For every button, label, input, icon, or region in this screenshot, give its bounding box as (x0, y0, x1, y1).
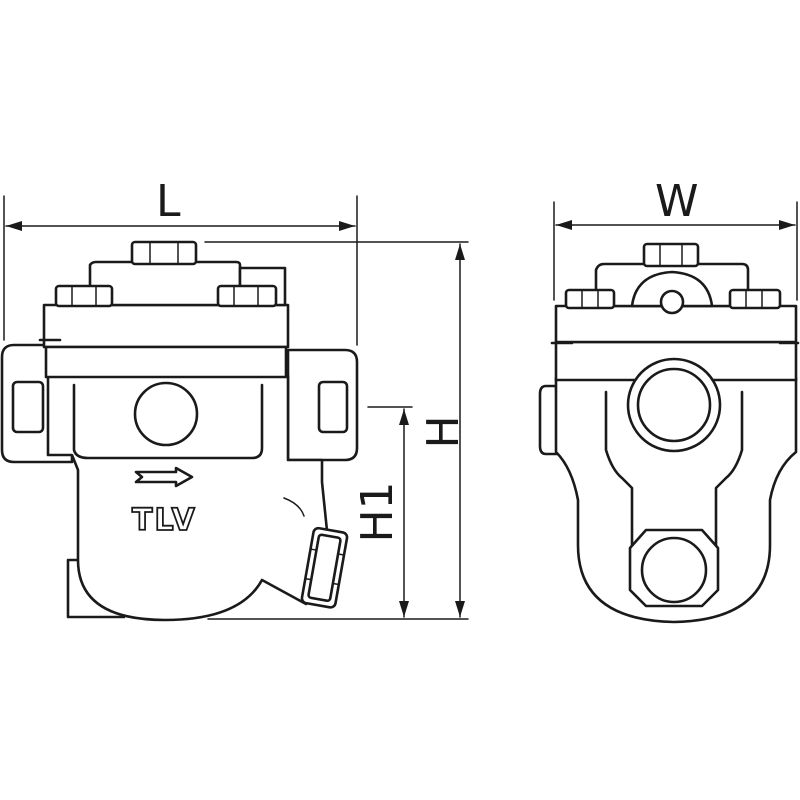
dim-l-arrow-left (6, 221, 22, 231)
dim-w-arrow-left (556, 220, 572, 230)
dim-h1-arrow-top (399, 409, 409, 425)
brand-mark: TLV (132, 503, 197, 538)
dim-l-label: L (156, 176, 181, 227)
dim-w-arrow-right (779, 220, 795, 230)
dimension-l: L (3, 176, 358, 346)
front-bolt-right (216, 284, 278, 308)
front-bolt-left (54, 284, 114, 308)
side-top-plug (642, 242, 700, 268)
side-bolt-right (728, 288, 782, 310)
front-drain-plug (300, 526, 349, 609)
front-body-panel (72, 383, 264, 460)
side-lug-hole (659, 289, 685, 315)
dim-h-label: H (418, 415, 469, 448)
dim-h1-arrow-bottom (399, 601, 409, 617)
side-drain-face (640, 536, 708, 604)
side-center-lug (630, 270, 714, 308)
front-cover-top (88, 260, 242, 307)
h1-leader (283, 497, 305, 517)
front-body (46, 374, 332, 622)
side-body (554, 376, 798, 624)
side-port-inner (636, 367, 712, 443)
flow-direction-arrow-icon (134, 466, 194, 488)
dim-h-arrow-bottom (455, 601, 465, 617)
dimension-h1: H1 (352, 406, 413, 618)
dim-h-arrow-top (455, 244, 465, 260)
dimension-w: W (553, 176, 798, 301)
dimension-h: H (204, 241, 469, 620)
front-gasket-band (44, 345, 288, 379)
front-top-plug (130, 240, 198, 266)
side-view (538, 242, 800, 624)
front-cover-flange (42, 303, 290, 349)
front-right-port (317, 380, 349, 434)
front-view: TLV (0, 240, 359, 622)
front-left-port (11, 380, 45, 434)
dim-l-arrow-right (339, 221, 355, 231)
side-bolt-left (564, 288, 616, 310)
dim-w-label: W (655, 176, 699, 227)
front-port-circle (133, 381, 199, 447)
dim-h1-label: H1 (352, 481, 403, 542)
